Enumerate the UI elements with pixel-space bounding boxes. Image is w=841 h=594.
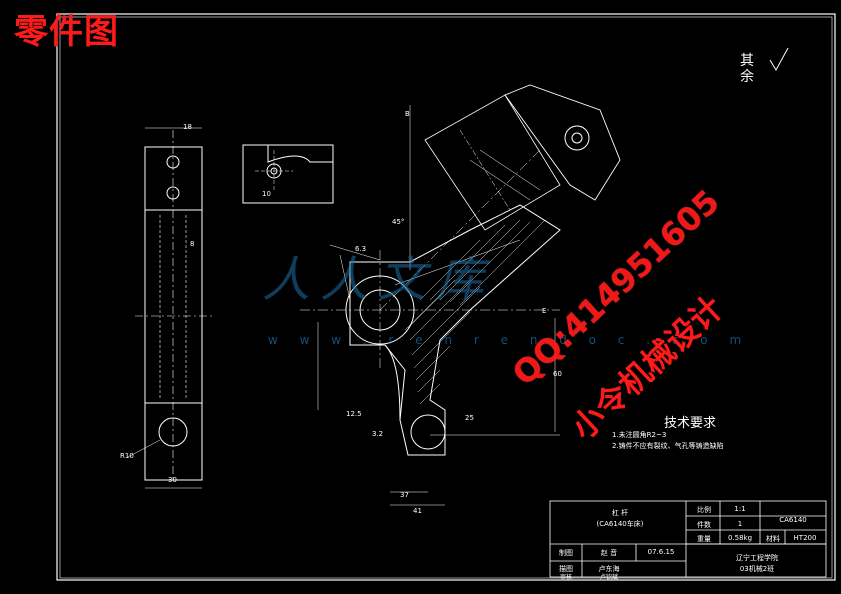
dim-6-3: 6.3 — [355, 245, 367, 253]
roughness-label: 其余 — [740, 53, 754, 85]
tb-scale: 1:1 — [734, 505, 746, 513]
dim-45deg: 45° — [392, 218, 405, 226]
dim-12-5: 12.5 — [346, 410, 362, 418]
dim-25: 25 — [465, 414, 474, 422]
tb-drawing-no: CA6140 — [779, 516, 807, 524]
watermark-logo: 人人文库 — [262, 252, 495, 308]
roughness-symbol — [769, 47, 789, 72]
tb-design-label: 制图 — [559, 549, 573, 557]
dim-r10: R10 — [120, 452, 134, 460]
tb-date: 07.6.15 — [647, 548, 675, 556]
tb-material: HT200 — [793, 534, 817, 542]
dim-3-2: 3.2 — [372, 430, 384, 438]
dim-E: E — [542, 307, 547, 315]
drawing-title: 零件图 — [14, 12, 119, 52]
tb-designer: 赵 音 — [600, 549, 618, 557]
local-view — [242, 144, 334, 204]
tb-checker: 卢钦斌 — [599, 574, 618, 581]
tb-qty: 1 — [737, 520, 743, 528]
tech-requirements-title: 技术要求 — [664, 416, 717, 431]
inner-border — [59, 16, 833, 579]
tb-part-sub: (CA6140车床) — [596, 520, 644, 528]
tech-requirement-1: 1.未注圆角R2~3 — [612, 431, 667, 439]
tb-draw-label: 描图 — [559, 565, 573, 573]
dim-8: 8 — [190, 240, 195, 248]
tb-weight: 0.58kg — [727, 534, 753, 542]
tb-part-name: 杠 杆 — [611, 509, 629, 517]
title-block-grid — [549, 500, 827, 578]
watermark-url: w w w . r e n r e n d o c . c o m — [268, 333, 751, 347]
tb-drawer: 卢东海 — [598, 565, 620, 573]
tb-material-label: 材料 — [766, 535, 780, 543]
main-view — [300, 84, 621, 506]
dim-41: 41 — [413, 507, 422, 515]
tb-scale-label: 比例 — [697, 506, 711, 514]
side-view — [127, 127, 212, 489]
dim-10: 10 — [262, 190, 271, 198]
dim-18: 18 — [183, 123, 192, 131]
outer-border — [56, 13, 836, 581]
tb-weight-label: 重量 — [697, 535, 711, 543]
dim-60: 60 — [553, 370, 562, 378]
tb-qty-label: 件数 — [697, 521, 711, 529]
dim-30: 30 — [168, 476, 177, 484]
tb-class: 03机械2班 — [739, 565, 775, 573]
tb-school: 辽宁工程学院 — [736, 554, 778, 562]
dim-37: 37 — [400, 491, 409, 499]
tech-requirement-2: 2.铸件不应有裂纹、气孔等铸造缺陷 — [612, 442, 724, 450]
dim-B: B — [405, 110, 410, 118]
tb-check-label: 审核 — [559, 574, 572, 581]
